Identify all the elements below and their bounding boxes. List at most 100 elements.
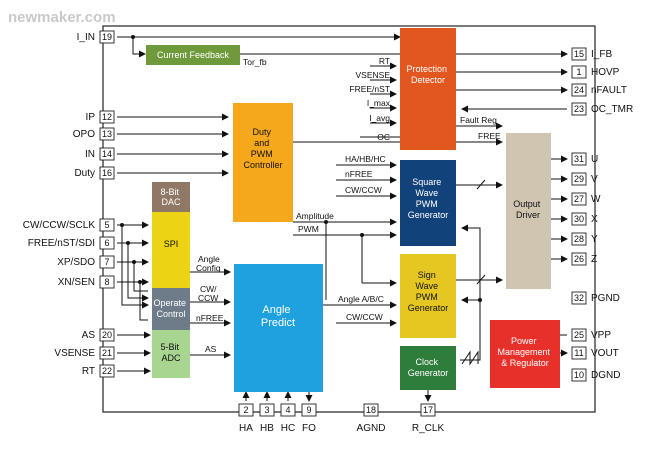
pin-label: V bbox=[591, 174, 598, 185]
pin-label: XN/SEN bbox=[58, 277, 95, 288]
signal-i-max: I_max bbox=[367, 98, 391, 108]
signal-tor-fb: Tor_fb bbox=[243, 57, 267, 67]
pin-box bbox=[571, 83, 587, 97]
pin-box bbox=[571, 291, 587, 305]
signal-as: AS bbox=[205, 344, 217, 354]
signal-oc: OC bbox=[377, 132, 390, 142]
signal-nfree-square: nFREE bbox=[345, 169, 373, 179]
svg-text:Power Management &: Power Management & Regulator bbox=[497, 336, 552, 368]
pin-label: OPO bbox=[73, 129, 95, 140]
pin-label: X bbox=[591, 214, 598, 225]
pin-number: 3 bbox=[264, 405, 269, 415]
block-output-driver: Output Driver bbox=[506, 133, 551, 289]
pin-4: 4HC bbox=[280, 403, 296, 434]
pin-label: IP bbox=[86, 112, 96, 123]
pin-label: RT bbox=[82, 366, 95, 377]
pin-box bbox=[99, 110, 115, 124]
pin-label: XP/SDO bbox=[57, 257, 95, 268]
pin-number: 22 bbox=[102, 366, 112, 376]
pin-box bbox=[99, 218, 115, 232]
pin-number: 31 bbox=[574, 154, 584, 164]
pin-number: 5 bbox=[104, 220, 109, 230]
pin-number: 19 bbox=[102, 32, 112, 42]
pin-number: 12 bbox=[102, 112, 112, 122]
pin-number: 10 bbox=[574, 370, 584, 380]
pin-number: 28 bbox=[574, 234, 584, 244]
block-current-feedback: Current Feedback bbox=[146, 45, 240, 65]
pin-number: 27 bbox=[574, 194, 584, 204]
left-pins: 19I_IN12IP13OPO14IN16Duty5CW/CCW/SCLK6FR… bbox=[23, 30, 115, 378]
pin-box bbox=[420, 403, 436, 417]
signal-cwccw-sine: CW/CCW bbox=[346, 312, 383, 322]
pin-19: 19I_IN bbox=[77, 30, 115, 44]
pin-number: 24 bbox=[574, 85, 584, 95]
pin-number: 1 bbox=[576, 67, 581, 77]
svg-text:Clock Generator: Clock Generator bbox=[408, 357, 449, 378]
svg-text:Output Driver: Output Driver bbox=[513, 199, 543, 220]
wires bbox=[117, 33, 568, 402]
signal-nfree-predict: nFREE bbox=[196, 313, 224, 323]
pin-12: 12 IP bbox=[86, 110, 115, 124]
pin-2: 2HA bbox=[238, 403, 254, 434]
signal-amplitude: Amplitude bbox=[296, 211, 334, 221]
svg-text:SPI: SPI bbox=[164, 239, 179, 249]
pin-label: Y bbox=[591, 234, 598, 245]
block-power-management: Power Management & Regulator bbox=[490, 320, 560, 388]
signal-angle-abc: Angle A/B/C bbox=[338, 294, 384, 304]
junctions bbox=[120, 35, 482, 302]
pin-label: DGND bbox=[591, 370, 620, 381]
pin-number: 6 bbox=[104, 238, 109, 248]
pin-label: U bbox=[591, 154, 598, 165]
signal-free: FREE bbox=[478, 131, 501, 141]
pin-number: 9 bbox=[306, 405, 311, 415]
pin-box bbox=[571, 172, 587, 186]
pin-number: 7 bbox=[104, 257, 109, 267]
sawtooth-icon bbox=[461, 350, 479, 366]
pin-label: AS bbox=[82, 330, 96, 341]
pin-box bbox=[99, 364, 115, 378]
pin-label: HA bbox=[239, 423, 253, 434]
signal-cwccw-square: CW/CCW bbox=[345, 185, 382, 195]
signal-vsense: VSENSE bbox=[356, 70, 391, 80]
pin-box bbox=[99, 275, 115, 289]
svg-text:Sign Wave PWM: Sign Wave PWM Generator bbox=[408, 270, 449, 313]
pin-box bbox=[99, 236, 115, 250]
pin-number: 11 bbox=[574, 348, 583, 358]
pin-number: 32 bbox=[574, 293, 584, 303]
pin-label: VPP bbox=[591, 330, 611, 341]
pin-box bbox=[571, 232, 587, 246]
pin-22: 22 RT bbox=[82, 364, 115, 378]
pin-box bbox=[99, 30, 115, 44]
pin-box bbox=[571, 368, 587, 382]
block-protection-detector: Protection Detector bbox=[400, 28, 456, 150]
pin-label: R_CLK bbox=[412, 423, 445, 434]
signal-labels: Tor_fb RT VSENSE FREE/nST I_max I_avg OC… bbox=[196, 56, 501, 354]
block-square-wave-pwm-generator: Square Wave PWM Generator bbox=[400, 160, 456, 246]
pin-box bbox=[571, 102, 587, 116]
svg-text:5-Bit ADC: 5-Bit ADC bbox=[160, 342, 181, 363]
pin-17: 17R_CLK bbox=[412, 403, 445, 434]
pin-label: FO bbox=[302, 423, 316, 434]
signal-free-nst: FREE/nST bbox=[349, 84, 390, 94]
svg-text:Operate Control: Operate Control bbox=[153, 298, 188, 319]
block-8bit-dac: 8-Bit DAC bbox=[152, 182, 190, 212]
pin-box bbox=[99, 328, 115, 342]
pin-box bbox=[363, 403, 379, 417]
block-angle-predict: Angle Predict bbox=[234, 264, 323, 392]
block-5bit-adc: 5-Bit ADC bbox=[152, 330, 190, 378]
pin-box bbox=[99, 166, 115, 180]
